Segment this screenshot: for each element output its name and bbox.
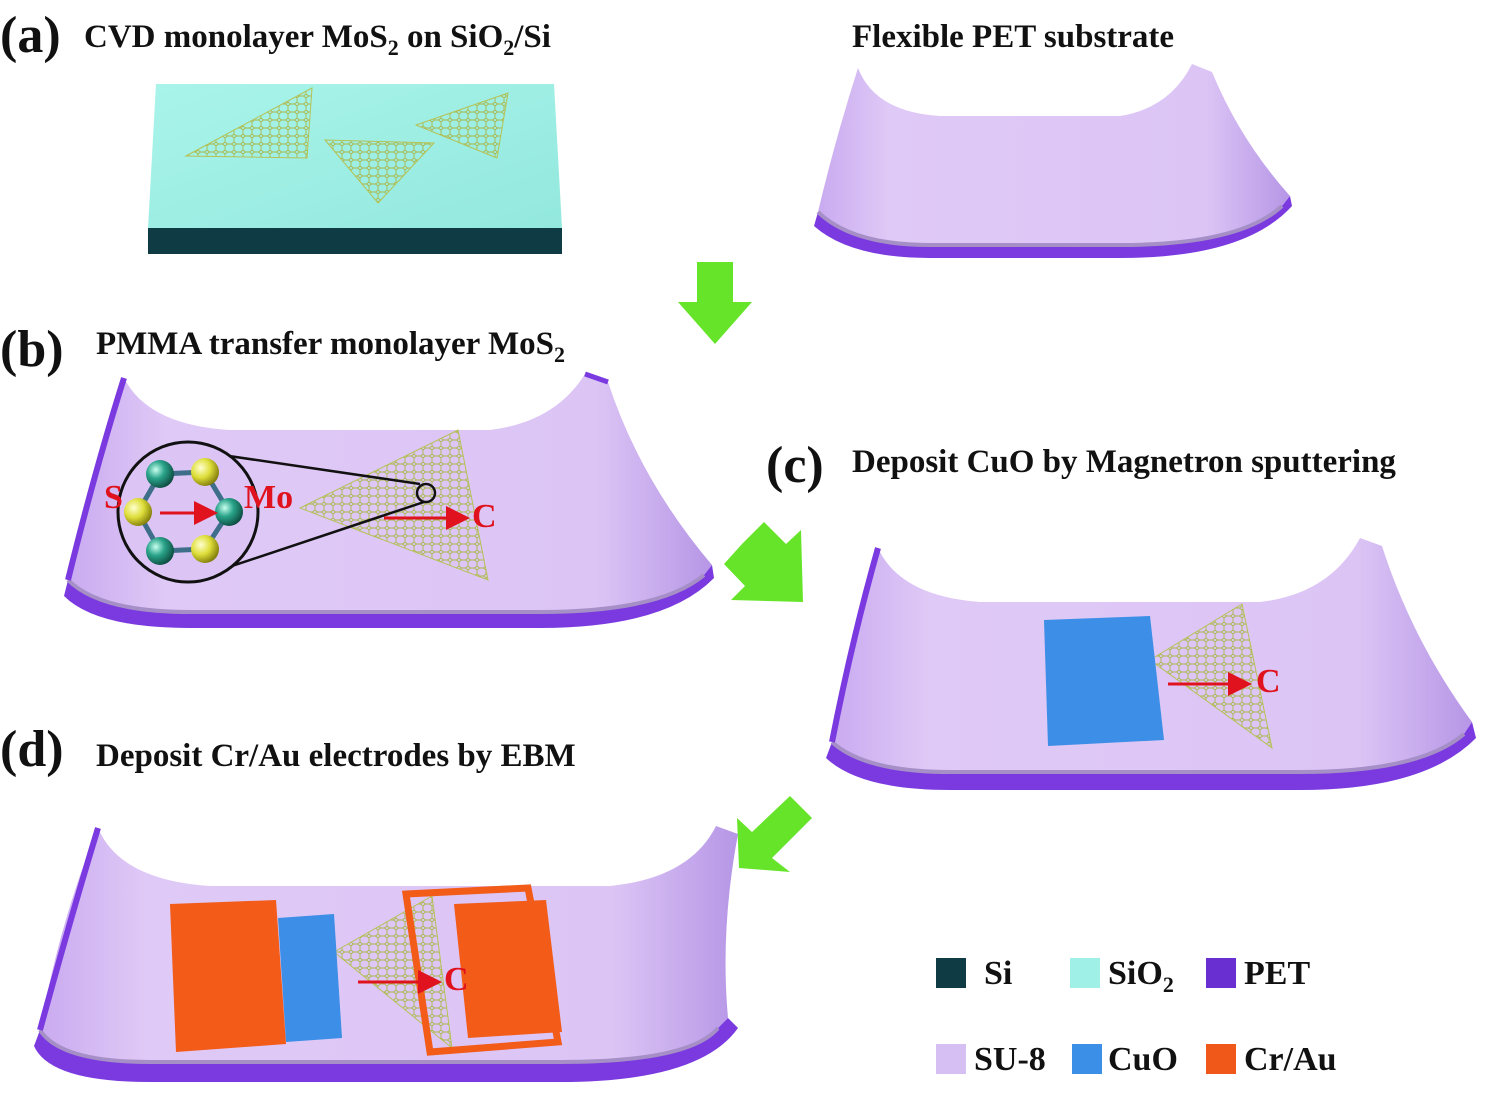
panel-b: (b) PMMA transfer monolayer MoS2 (0, 321, 714, 628)
panel-a-pet: Flexible PET substrate (814, 19, 1292, 258)
pet-swatch (1206, 958, 1236, 988)
legend-label-crau: Cr/Au (1244, 1041, 1337, 1078)
legend-label-su8: SU-8 (974, 1041, 1046, 1078)
s-atom (191, 535, 219, 563)
pet-substrate-title: Flexible PET substrate (852, 19, 1174, 55)
panel-b-letter: (b) (0, 321, 64, 378)
c-axis-label: C (444, 961, 469, 998)
panel-b-title: PMMA transfer monolayer MoS2 (96, 326, 565, 367)
panel-c: (c) Deposit CuO by Magnetron sputtering … (766, 437, 1476, 790)
si-swatch (936, 958, 966, 988)
panel-a-letter: (a) (0, 7, 61, 64)
c-axis-label: C (472, 498, 497, 535)
arrow-down (678, 262, 752, 344)
legend: Si SiO2 PET SU-8 CuO Cr/Au (936, 955, 1337, 1078)
panel-d-letter: (d) (0, 721, 64, 778)
legend-label-sio2: SiO2 (1108, 955, 1174, 997)
legend-label-si: Si (984, 955, 1012, 992)
legend-item-pet: PET (1206, 955, 1310, 992)
arrow-down-left (737, 796, 812, 872)
panel-d: (d) Deposit Cr/Au electrodes by EBM C (0, 721, 738, 1082)
su8-swatch (936, 1044, 966, 1074)
c-axis-label: C (1256, 663, 1281, 700)
cuo-swatch (1072, 1044, 1102, 1074)
si-layer (148, 228, 562, 254)
panel-c-letter: (c) (766, 437, 824, 494)
s-atom (124, 498, 152, 526)
cuo-layer (278, 914, 342, 1042)
sio2-si-wafer (148, 84, 562, 254)
panel-d-title: Deposit Cr/Au electrodes by EBM (96, 738, 576, 774)
crau-electrode (170, 900, 286, 1052)
s-atom-label: S (104, 479, 123, 516)
mos2-flake (298, 429, 489, 581)
arrow-down-right (724, 522, 803, 602)
legend-label-cuo: CuO (1108, 1041, 1178, 1078)
mos2-flake (1149, 603, 1273, 750)
panel-a-title: CVD monolayer MoS2 on SiO2/Si (84, 19, 551, 60)
mos2-flake (414, 92, 509, 159)
legend-label-pet: PET (1244, 955, 1310, 992)
panel-c-title: Deposit CuO by Magnetron sputtering (852, 444, 1396, 480)
legend-item-crau: Cr/Au (1206, 1041, 1337, 1078)
crau-swatch (1206, 1044, 1236, 1074)
mo-atom-label: Mo (244, 479, 293, 516)
legend-item-cuo: CuO (1072, 1041, 1178, 1078)
mos2-flake (184, 87, 313, 159)
crau-electrode-frame (401, 884, 563, 1056)
legend-item-su8: SU-8 (936, 1041, 1046, 1078)
mo-atom (146, 537, 174, 565)
sio2-swatch (1070, 958, 1100, 988)
mo-atom (215, 498, 243, 526)
legend-item-si: Si (936, 955, 1012, 992)
s-atom (191, 458, 219, 486)
crau-electrode (454, 900, 562, 1038)
panel-a: (a) CVD monolayer MoS2 on SiO2/Si (0, 7, 562, 254)
legend-item-sio2: SiO2 (1070, 955, 1174, 997)
mo-atom (146, 460, 174, 488)
magnifier-inset: S Mo (104, 440, 437, 584)
cuo-layer (1044, 616, 1164, 746)
mos2-flake (323, 139, 436, 204)
pet-substrate (814, 64, 1292, 258)
